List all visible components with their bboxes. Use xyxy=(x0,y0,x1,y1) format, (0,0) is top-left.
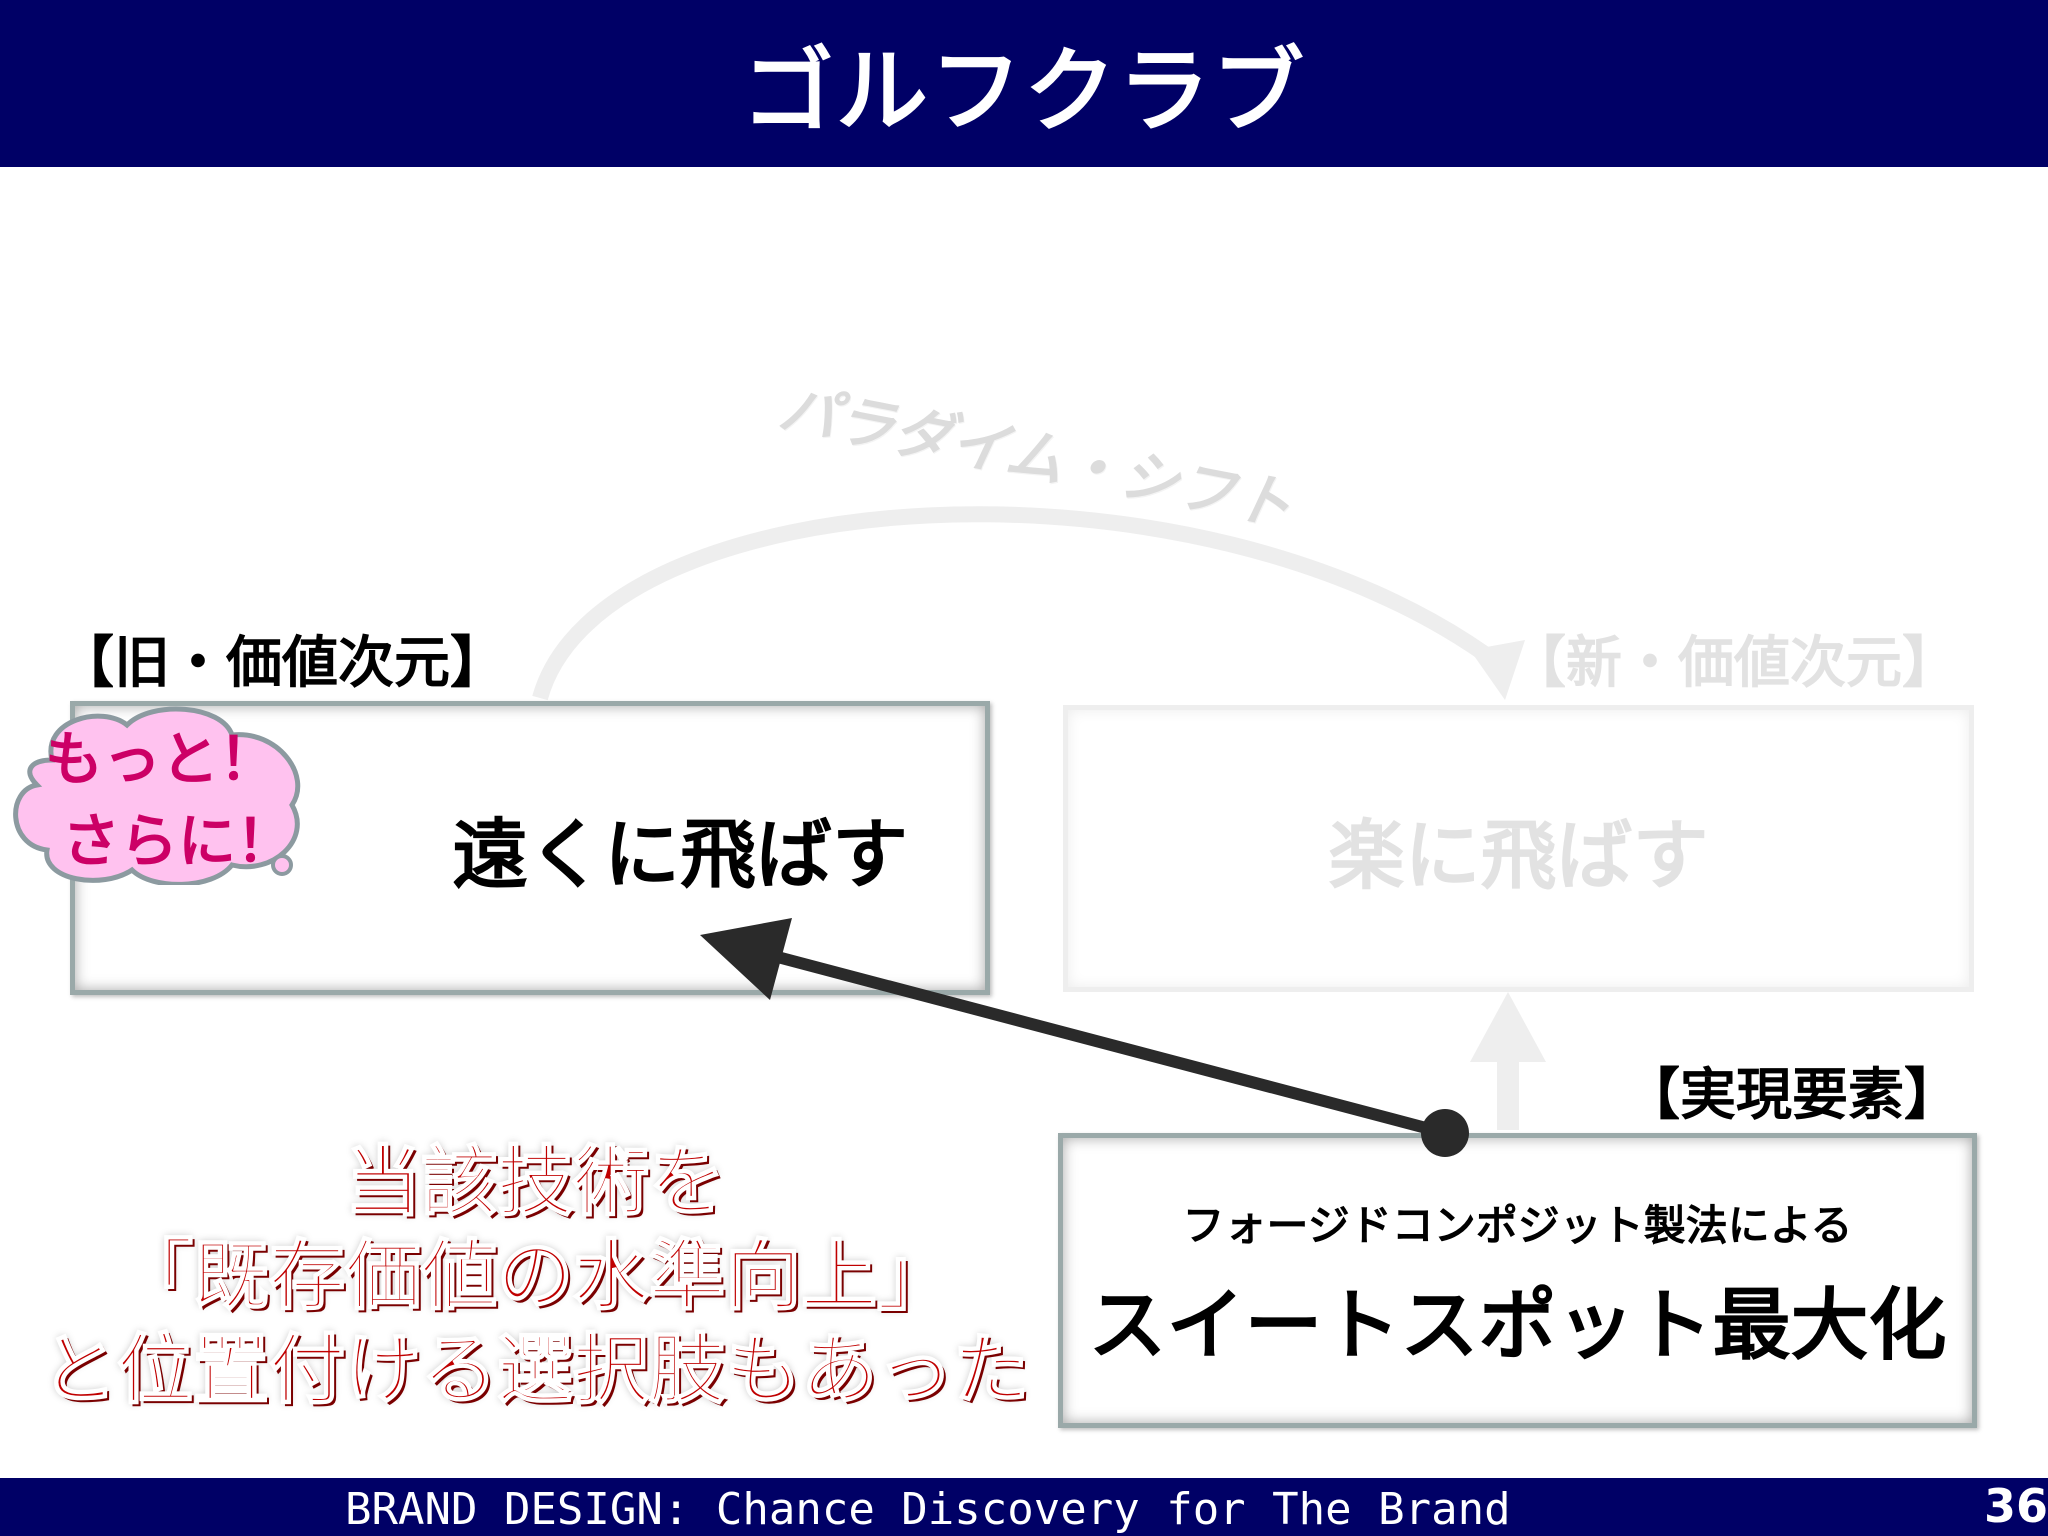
note-line-3: と位置付ける選択肢もあった xyxy=(40,1324,1030,1415)
realization-box: フォージドコンポジット製法による スイートスポット最大化 xyxy=(1058,1133,1977,1428)
old-dimension-text: 遠くに飛ばす xyxy=(452,810,908,899)
new-dimension-box: 楽に飛ばす xyxy=(1063,705,1974,992)
footer-text: BRAND DESIGN: Chance Discovery for The B… xyxy=(345,1484,1511,1535)
old-dimension-label: 【旧・価値次元】 xyxy=(58,631,506,696)
slide-title: ゴルフクラブ xyxy=(741,38,1306,145)
footer-bar: BRAND DESIGN: Chance Discovery for The B… xyxy=(0,1478,2048,1536)
new-dimension-text: 楽に飛ばす xyxy=(1328,810,1709,900)
new-dimension-label: 【新・価値次元】 xyxy=(1510,631,1958,696)
note-line-2: 「既存価値の水準向上」 xyxy=(116,1230,954,1321)
realization-main-text: スイートスポット最大化 xyxy=(1088,1281,1947,1371)
callout-text-more: もっと！ xyxy=(45,725,278,793)
note-line-1: 当該技術を xyxy=(344,1136,726,1227)
page-number: 36 xyxy=(1983,1479,2048,1533)
realization-method-text: フォージドコンポジット製法による xyxy=(1182,1201,1853,1250)
arrow-head xyxy=(700,918,792,1000)
up-arrow-head xyxy=(1470,992,1546,1062)
arrow-origin-dot xyxy=(1421,1109,1469,1157)
note-text: 当該技術を 「既存価値の水準向上」 と位置付ける選択肢もあった xyxy=(30,1135,1040,1417)
paradigm-shift-arrow xyxy=(532,506,1546,1130)
title-bar: ゴルフクラブ xyxy=(0,0,2048,167)
callout-text-further: さらに！ xyxy=(62,807,295,875)
realization-label: 【実現要素】 xyxy=(1624,1063,1960,1128)
link-arrow xyxy=(700,918,1469,1157)
up-arrow-shaft xyxy=(1497,1045,1519,1130)
cloud-callout xyxy=(13,706,301,885)
